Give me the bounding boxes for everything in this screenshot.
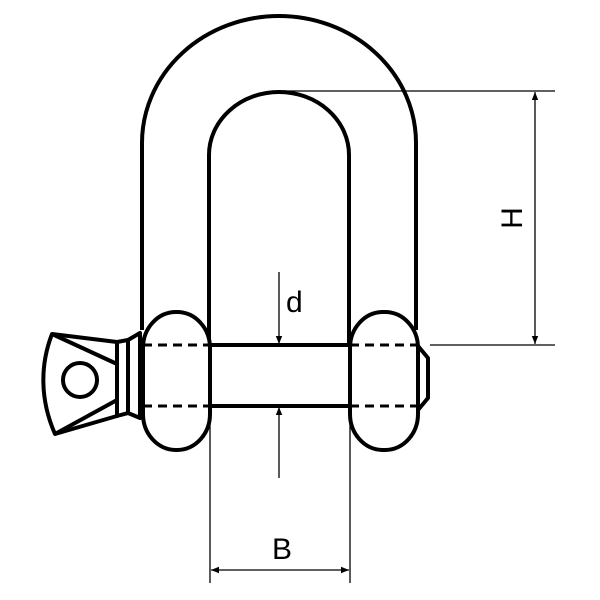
right-ear [348,310,420,452]
shackle-inner-bow [207,90,351,345]
left-ear [141,310,212,452]
shackle-outer-bow [140,14,418,330]
diameter-label: d [286,286,303,319]
pin-hidden-lines [143,343,418,408]
width-label: B [272,533,292,566]
height-label: H [496,207,529,229]
eye-hole [61,361,99,399]
pin-eye-head [41,331,142,436]
pin-end [416,344,430,412]
